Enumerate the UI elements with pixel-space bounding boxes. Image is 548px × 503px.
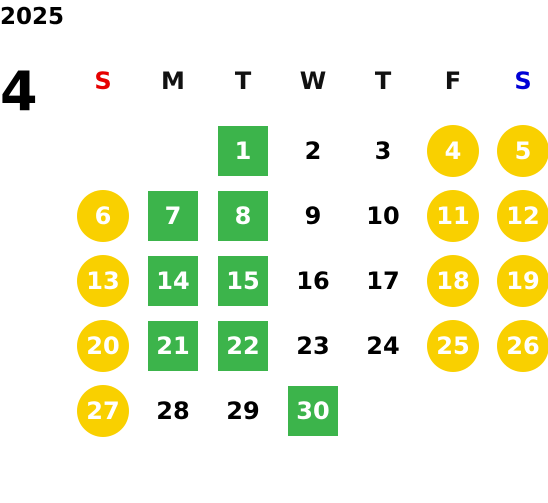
calendar-day-cell[interactable]: 14 — [138, 248, 208, 313]
day-2-plain: 2 — [304, 136, 322, 165]
calendar-day-cell[interactable]: 6 — [68, 183, 138, 248]
calendar-day-cell[interactable]: 29 — [208, 378, 278, 443]
calendar-day-cell[interactable]: 19 — [488, 248, 548, 313]
calendar-day-cell[interactable]: 21 — [138, 313, 208, 378]
weekday-header-sunday: S — [94, 67, 112, 95]
day-9-plain: 9 — [304, 201, 322, 230]
calendar-day-cell[interactable]: 17 — [348, 248, 418, 313]
day-1-green: 1 — [218, 125, 268, 176]
day-19-weekend: 19 — [497, 254, 548, 307]
calendar-day-cell[interactable]: 9 — [278, 183, 348, 248]
calendar-day-cell[interactable]: 12 — [488, 183, 548, 248]
weekday-header-monday: M — [161, 67, 185, 95]
day-26-weekend: 26 — [497, 319, 548, 372]
day-11-weekend: 11 — [427, 189, 479, 242]
calendar-day-cell[interactable]: 3 — [348, 118, 418, 183]
day-28-plain: 28 — [156, 396, 190, 425]
weekday-header-thursday: T — [374, 67, 392, 95]
calendar-day-cell[interactable]: 8 — [208, 183, 278, 248]
day-24-plain: 24 — [366, 331, 400, 360]
calendar-day-cell[interactable]: 15 — [208, 248, 278, 313]
calendar-day-cell[interactable]: 11 — [418, 183, 488, 248]
calendar-day-cell[interactable]: 23 — [278, 313, 348, 378]
calendar-day-cell[interactable]: 5 — [488, 118, 548, 183]
calendar-day-cell[interactable]: 22 — [208, 313, 278, 378]
weekday-header-wednesday: W — [299, 67, 327, 95]
calendar-month: 4 — [0, 60, 38, 123]
day-18-weekend: 18 — [427, 254, 479, 307]
calendar-day-cell[interactable]: 7 — [138, 183, 208, 248]
day-7-green: 7 — [148, 190, 198, 241]
day-3-plain: 3 — [374, 136, 392, 165]
day-17-plain: 17 — [366, 266, 400, 295]
day-23-plain: 23 — [296, 331, 330, 360]
day-30-green: 30 — [288, 385, 338, 436]
day-25-weekend: 25 — [427, 319, 479, 372]
calendar-day-cell[interactable]: 10 — [348, 183, 418, 248]
day-12-weekend: 12 — [497, 189, 548, 242]
day-27-weekend: 27 — [77, 384, 129, 437]
calendar-day-cell[interactable]: 20 — [68, 313, 138, 378]
day-5-weekend: 5 — [497, 124, 548, 177]
calendar-day-cell[interactable]: 2 — [278, 118, 348, 183]
day-22-green: 22 — [218, 320, 268, 371]
calendar-day-cell[interactable]: 27 — [68, 378, 138, 443]
calendar-day-cell[interactable]: 25 — [418, 313, 488, 378]
weekday-header-friday: F — [444, 67, 462, 95]
day-8-green: 8 — [218, 190, 268, 241]
calendar-day-cell[interactable]: 16 — [278, 248, 348, 313]
day-14-green: 14 — [148, 255, 198, 306]
calendar-day-cell[interactable]: 24 — [348, 313, 418, 378]
weekday-header-tuesday: T — [234, 67, 252, 95]
calendar-day-cell[interactable]: 13 — [68, 248, 138, 313]
calendar-day-cell[interactable]: 4 — [418, 118, 488, 183]
day-29-plain: 29 — [226, 396, 260, 425]
calendar-day-cell[interactable]: 30 — [278, 378, 348, 443]
day-6-weekend: 6 — [77, 189, 129, 242]
day-4-weekend: 4 — [427, 124, 479, 177]
calendar-day-cell[interactable]: 1 — [208, 118, 278, 183]
day-20-weekend: 20 — [77, 319, 129, 372]
calendar-day-cell[interactable]: 18 — [418, 248, 488, 313]
calendar-day-cell[interactable]: 26 — [488, 313, 548, 378]
day-15-green: 15 — [218, 255, 268, 306]
day-13-weekend: 13 — [77, 254, 129, 307]
calendar-day-cell[interactable]: 28 — [138, 378, 208, 443]
day-10-plain: 10 — [366, 201, 400, 230]
calendar-year: 2025 — [0, 4, 65, 30]
day-16-plain: 16 — [296, 266, 330, 295]
day-21-green: 21 — [148, 320, 198, 371]
weekday-header-saturday: S — [514, 67, 532, 95]
